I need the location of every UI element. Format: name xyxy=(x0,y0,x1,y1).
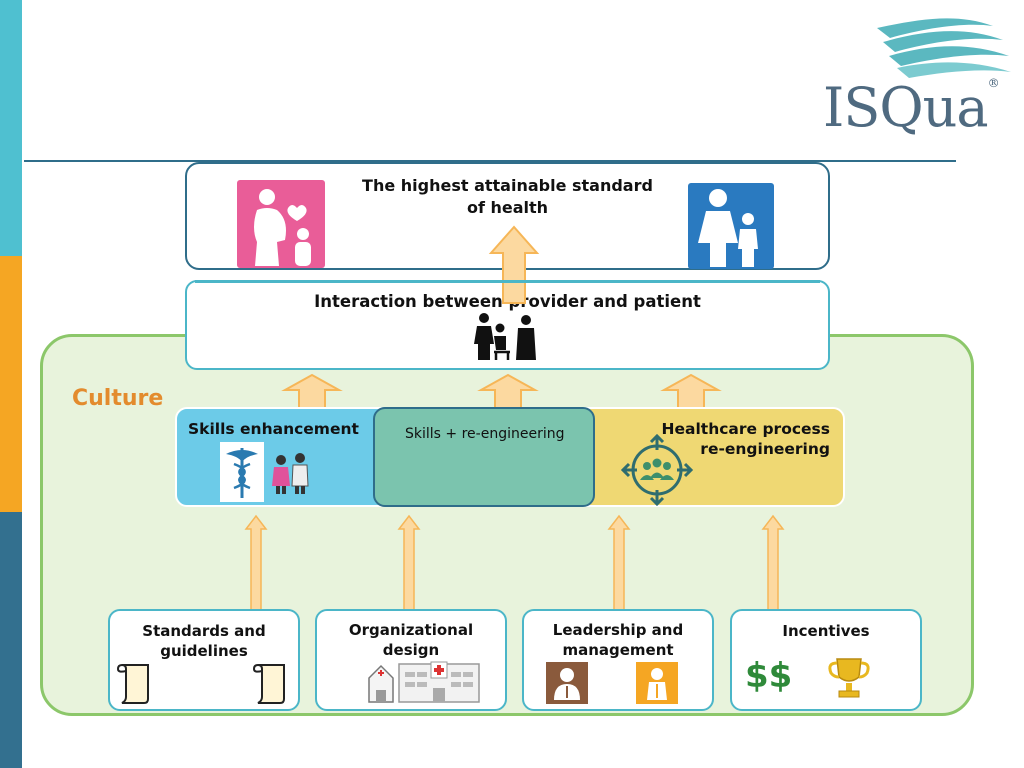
input-label-standards: Standards and guidelines xyxy=(108,621,300,661)
arrow-leadership-up xyxy=(607,514,631,611)
input-label-standards-line1: Standards and xyxy=(142,622,266,640)
interaction-box-top-edge xyxy=(195,280,820,283)
process-label-line1: Healthcare process xyxy=(661,420,830,438)
skills-label: Skills enhancement xyxy=(188,420,359,438)
overlap-box xyxy=(373,407,595,507)
logo-text: ISQua xyxy=(823,76,989,139)
scroll-icon xyxy=(252,664,285,704)
process-box xyxy=(548,407,845,507)
hospital-icon xyxy=(368,661,480,703)
trophy-icon xyxy=(828,658,870,698)
target-people-icon xyxy=(620,433,694,507)
arrow-process-up xyxy=(660,373,722,410)
health-standard-title-line2: of health xyxy=(466,198,549,217)
overlap-label: Skills + re-engineering xyxy=(405,426,565,442)
input-box-leadership xyxy=(522,609,714,711)
input-label-leadership: Leadership and management xyxy=(522,620,714,660)
logo-wave-icon xyxy=(877,18,1011,78)
input-label-organizational: Organizational design xyxy=(315,620,507,660)
scroll-icon xyxy=(116,664,149,704)
header-divider xyxy=(24,160,956,162)
left-stripe-blue xyxy=(0,512,22,768)
arrow-standards-up xyxy=(244,514,268,611)
arrow-organizational-up xyxy=(397,514,421,611)
leader-icon xyxy=(546,662,588,704)
isqua-logo: ISQua® xyxy=(815,0,1024,160)
leader-icon xyxy=(636,662,678,704)
health-standard-title-line1: The highest attainable standard xyxy=(362,176,653,195)
health-arrow xyxy=(488,225,540,304)
process-label-line2: re-engineering xyxy=(700,440,830,458)
culture-label: Culture xyxy=(72,386,164,411)
arrow-overlap-up xyxy=(477,373,539,410)
left-stripe-orange xyxy=(0,256,22,512)
parent-child-icon xyxy=(688,183,774,269)
arrow-incentives-up xyxy=(761,514,785,611)
left-stripe-cyan xyxy=(0,0,22,256)
caregiver-icon xyxy=(474,313,536,360)
doctors-icon xyxy=(272,453,309,494)
input-label-organizational-line1: Organizational xyxy=(348,621,474,639)
pregnant-woman-icon xyxy=(237,180,325,268)
input-label-leadership-line1: Leadership and xyxy=(552,621,684,639)
input-box-incentives xyxy=(730,609,922,711)
input-label-standards-line2: guidelines xyxy=(160,642,248,660)
dollar-signs: $$ xyxy=(745,656,793,696)
process-label: Healthcare process re-engineering xyxy=(600,419,830,459)
input-label-incentives-line1: Incentives xyxy=(782,622,870,640)
input-label-organizational-line2: design xyxy=(382,641,440,659)
health-standard-title: The highest attainable standard of healt… xyxy=(320,176,695,218)
arrow-skills-up xyxy=(281,373,343,410)
caduceus-icon xyxy=(220,442,264,502)
input-label-leadership-line2: management xyxy=(562,641,674,659)
input-label-incentives: Incentives xyxy=(730,621,922,641)
logo-registered-mark: ® xyxy=(987,76,1000,90)
